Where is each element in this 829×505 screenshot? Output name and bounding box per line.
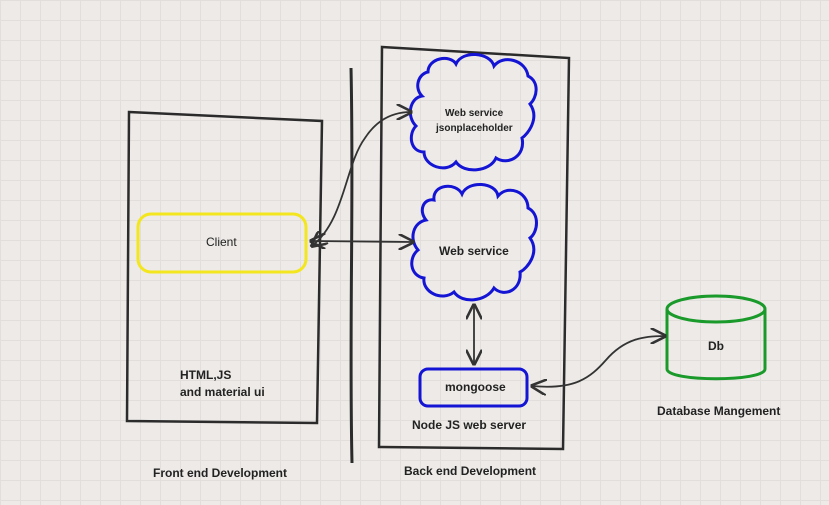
tech-stack-line1: HTML,JS (180, 368, 232, 382)
backend-container (377, 45, 571, 451)
web-service-jsonplaceholder-cloud (408, 53, 538, 172)
web-service-jsonplaceholder-line1: Web service (445, 108, 504, 119)
web-service-label: Web service (439, 244, 509, 258)
client-box (136, 212, 308, 274)
server-label: Node JS web server (412, 418, 527, 432)
tech-stack-line2: and material ui (180, 385, 265, 399)
database-cylinder (665, 294, 767, 381)
divider-line (349, 67, 354, 464)
db-label: Db (708, 339, 724, 353)
mongoose-box (418, 367, 529, 408)
mongoose-label: mongoose (445, 380, 506, 394)
client-webservice-connector (311, 241, 413, 242)
backend-caption: Back end Development (404, 464, 537, 478)
web-service-cloud (410, 183, 538, 302)
web-service-jsonplaceholder-line2: jsonplaceholder (436, 123, 513, 134)
database-caption: Database Mangement (657, 404, 781, 418)
client-label: Client (206, 235, 237, 249)
mongoose-db-connector (532, 336, 665, 387)
frontend-container (125, 110, 324, 425)
frontend-caption: Front end Development (153, 466, 288, 480)
client-jsonplaceholder-connector (312, 112, 411, 246)
